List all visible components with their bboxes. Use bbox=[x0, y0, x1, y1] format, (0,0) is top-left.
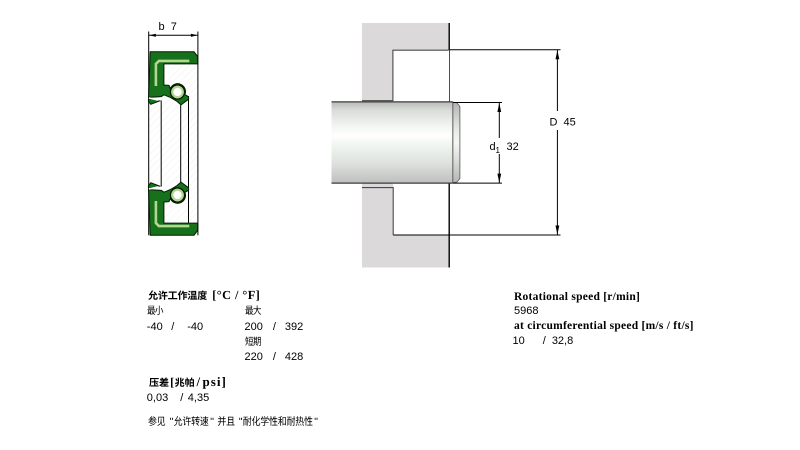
svg-text:b 7: b 7 bbox=[159, 21, 177, 33]
svg-text:32: 32 bbox=[507, 141, 519, 153]
svg-text:1: 1 bbox=[496, 146, 501, 155]
svg-text:D 45: D 45 bbox=[550, 116, 576, 128]
svg-text:d: d bbox=[490, 141, 496, 153]
